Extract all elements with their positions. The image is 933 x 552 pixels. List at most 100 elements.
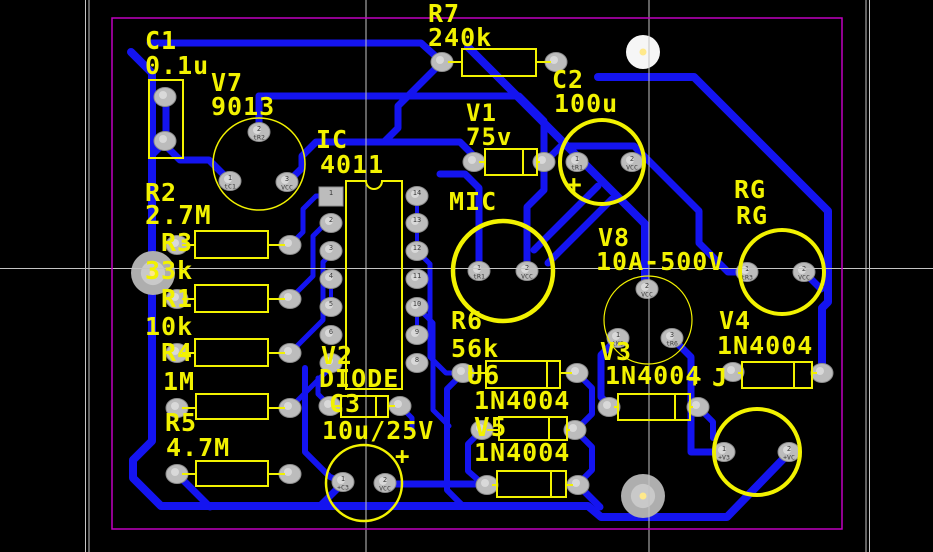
silkscreen-label[interactable]: 1M bbox=[163, 367, 195, 396]
pad[interactable] bbox=[318, 396, 342, 416]
pad[interactable] bbox=[388, 396, 412, 416]
copper-trace[interactable] bbox=[523, 162, 548, 275]
component-outline-circle[interactable] bbox=[450, 218, 556, 324]
pad[interactable] bbox=[544, 52, 568, 72]
copper-trace[interactable] bbox=[380, 58, 446, 146]
silkscreen-label[interactable]: R3 bbox=[161, 228, 193, 257]
component-outline-diode[interactable] bbox=[496, 470, 567, 498]
pad[interactable]: 1 bbox=[318, 186, 344, 207]
pad[interactable]: 8 bbox=[405, 353, 429, 373]
mounting-hole[interactable] bbox=[621, 474, 665, 518]
component-outline-dip14[interactable] bbox=[345, 180, 403, 390]
pad[interactable] bbox=[430, 52, 454, 72]
pad[interactable] bbox=[810, 363, 834, 383]
pad[interactable] bbox=[278, 398, 302, 418]
component-outline-diode[interactable] bbox=[485, 360, 561, 389]
silkscreen-label[interactable]: + bbox=[566, 170, 583, 200]
component-outline-diode[interactable] bbox=[741, 361, 813, 389]
silkscreen-label[interactable]: MIC bbox=[449, 187, 497, 216]
pad[interactable] bbox=[153, 131, 177, 151]
pad[interactable]: 14 bbox=[405, 186, 429, 206]
silkscreen-label[interactable]: 0.1u bbox=[145, 51, 209, 80]
component-outline-resistor[interactable] bbox=[194, 338, 269, 367]
pad[interactable] bbox=[686, 397, 710, 417]
silkscreen-label[interactable]: R2 bbox=[145, 178, 177, 207]
pad[interactable]: 5 bbox=[319, 297, 343, 317]
component-outline-resistor[interactable] bbox=[194, 230, 269, 259]
silkscreen-label[interactable]: + bbox=[395, 442, 410, 470]
silkscreen-label[interactable]: R5 bbox=[165, 408, 197, 437]
silkscreen-label[interactable]: J bbox=[712, 363, 728, 392]
pad[interactable] bbox=[153, 87, 177, 107]
silkscreen-label[interactable]: RG bbox=[736, 201, 768, 230]
silkscreen-label[interactable]: DIODE bbox=[319, 364, 399, 393]
silkscreen-label[interactable]: 9013 bbox=[211, 92, 275, 121]
silkscreen-label[interactable]: 4011 bbox=[320, 150, 384, 179]
silkscreen-label[interactable]: R1 bbox=[161, 284, 193, 313]
copper-trace[interactable] bbox=[414, 304, 452, 429]
pad[interactable]: 13 bbox=[405, 213, 429, 233]
silkscreen-label[interactable]: 10u/25V bbox=[322, 416, 434, 445]
pad[interactable]: 1+C3 bbox=[331, 472, 355, 492]
silkscreen-label[interactable]: 56k bbox=[451, 334, 499, 363]
copper-trace[interactable] bbox=[572, 427, 595, 486]
component-outline-circle[interactable] bbox=[324, 443, 404, 523]
pad[interactable]: 12 bbox=[405, 241, 429, 261]
pad[interactable] bbox=[165, 343, 189, 363]
silkscreen-label[interactable]: V3 bbox=[600, 337, 632, 366]
pad[interactable]: 4 bbox=[319, 269, 343, 289]
silkscreen-label[interactable]: 240k bbox=[428, 23, 492, 52]
silkscreen-label[interactable]: U6 bbox=[467, 361, 500, 391]
pad[interactable]: 1+V3 bbox=[712, 442, 736, 462]
pad[interactable] bbox=[165, 464, 189, 484]
component-outline-circle[interactable] bbox=[712, 407, 802, 497]
copper-trace[interactable] bbox=[162, 93, 234, 185]
pad[interactable]: 2+VC bbox=[777, 442, 801, 462]
silkscreen-label[interactable]: V5 bbox=[474, 413, 507, 443]
silkscreen-label[interactable]: 1N4004 bbox=[605, 361, 701, 390]
silkscreen-label[interactable]: V4 bbox=[719, 306, 751, 335]
silkscreen-label[interactable]: V2 bbox=[321, 341, 353, 370]
pad[interactable] bbox=[451, 363, 475, 383]
silkscreen-label[interactable]: R7 bbox=[428, 0, 460, 28]
pad[interactable]: 11 bbox=[405, 269, 429, 289]
component-outline-diode[interactable] bbox=[617, 393, 691, 421]
silkscreen-label[interactable]: 1N4004 bbox=[717, 331, 813, 360]
silkscreen-label[interactable]: 75v bbox=[466, 123, 512, 151]
pad[interactable]: 9 bbox=[405, 325, 429, 345]
component-outline-diode[interactable] bbox=[498, 416, 568, 441]
silkscreen-label[interactable]: 2.7M bbox=[145, 201, 212, 231]
silkscreen-label[interactable]: V7 bbox=[211, 68, 243, 97]
mounting-hole[interactable] bbox=[626, 35, 660, 69]
pad[interactable]: 10 bbox=[405, 297, 429, 317]
silkscreen-label[interactable]: R6 bbox=[451, 306, 483, 335]
component-outline-circle[interactable] bbox=[738, 228, 826, 316]
board-outline[interactable] bbox=[111, 17, 843, 530]
silkscreen-label[interactable]: C2 bbox=[552, 65, 584, 94]
component-outline-circle[interactable] bbox=[603, 275, 693, 365]
silkscreen-label[interactable]: 10k bbox=[145, 312, 193, 341]
pad[interactable]: 3 bbox=[319, 241, 343, 261]
silkscreen-label[interactable]: C1 bbox=[145, 26, 177, 55]
silkscreen-label[interactable]: IC bbox=[316, 125, 348, 154]
copper-trace[interactable] bbox=[541, 142, 751, 276]
pad[interactable] bbox=[563, 420, 587, 440]
component-outline-resistor[interactable] bbox=[148, 79, 184, 159]
silkscreen-label[interactable]: C3 bbox=[329, 389, 361, 418]
copper-trace[interactable] bbox=[594, 73, 832, 376]
copper-trace[interactable] bbox=[444, 370, 466, 509]
pad[interactable]: 2 bbox=[319, 213, 343, 233]
component-outline-circle[interactable] bbox=[558, 118, 646, 206]
mounting-hole[interactable] bbox=[131, 251, 175, 295]
